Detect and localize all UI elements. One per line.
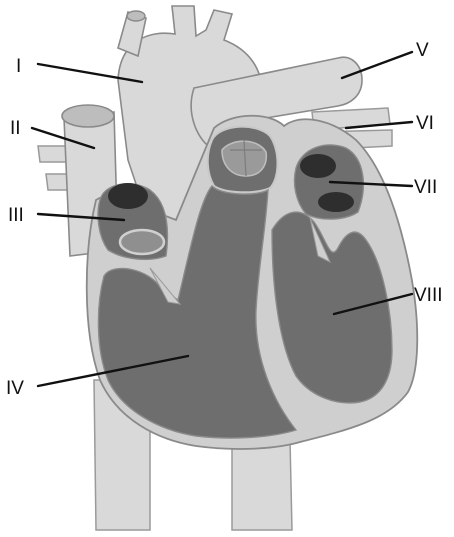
- tricuspid-valve: [120, 230, 164, 254]
- label-IV: IV: [6, 378, 24, 399]
- label-VI: VI: [416, 113, 434, 134]
- vena-cava-opening: [62, 105, 114, 127]
- right-atrium-opening: [108, 183, 148, 209]
- label-I: I: [16, 56, 21, 77]
- label-III: III: [8, 205, 24, 226]
- branch-opening: [127, 11, 145, 21]
- left-atrium-opening: [300, 154, 336, 178]
- descending-aorta: [232, 440, 292, 530]
- label-V: V: [416, 40, 429, 61]
- label-II: II: [10, 118, 21, 139]
- label-VII: VII: [414, 177, 437, 198]
- label-VIII: VIII: [414, 285, 443, 306]
- mitral-valve-opening: [318, 192, 354, 212]
